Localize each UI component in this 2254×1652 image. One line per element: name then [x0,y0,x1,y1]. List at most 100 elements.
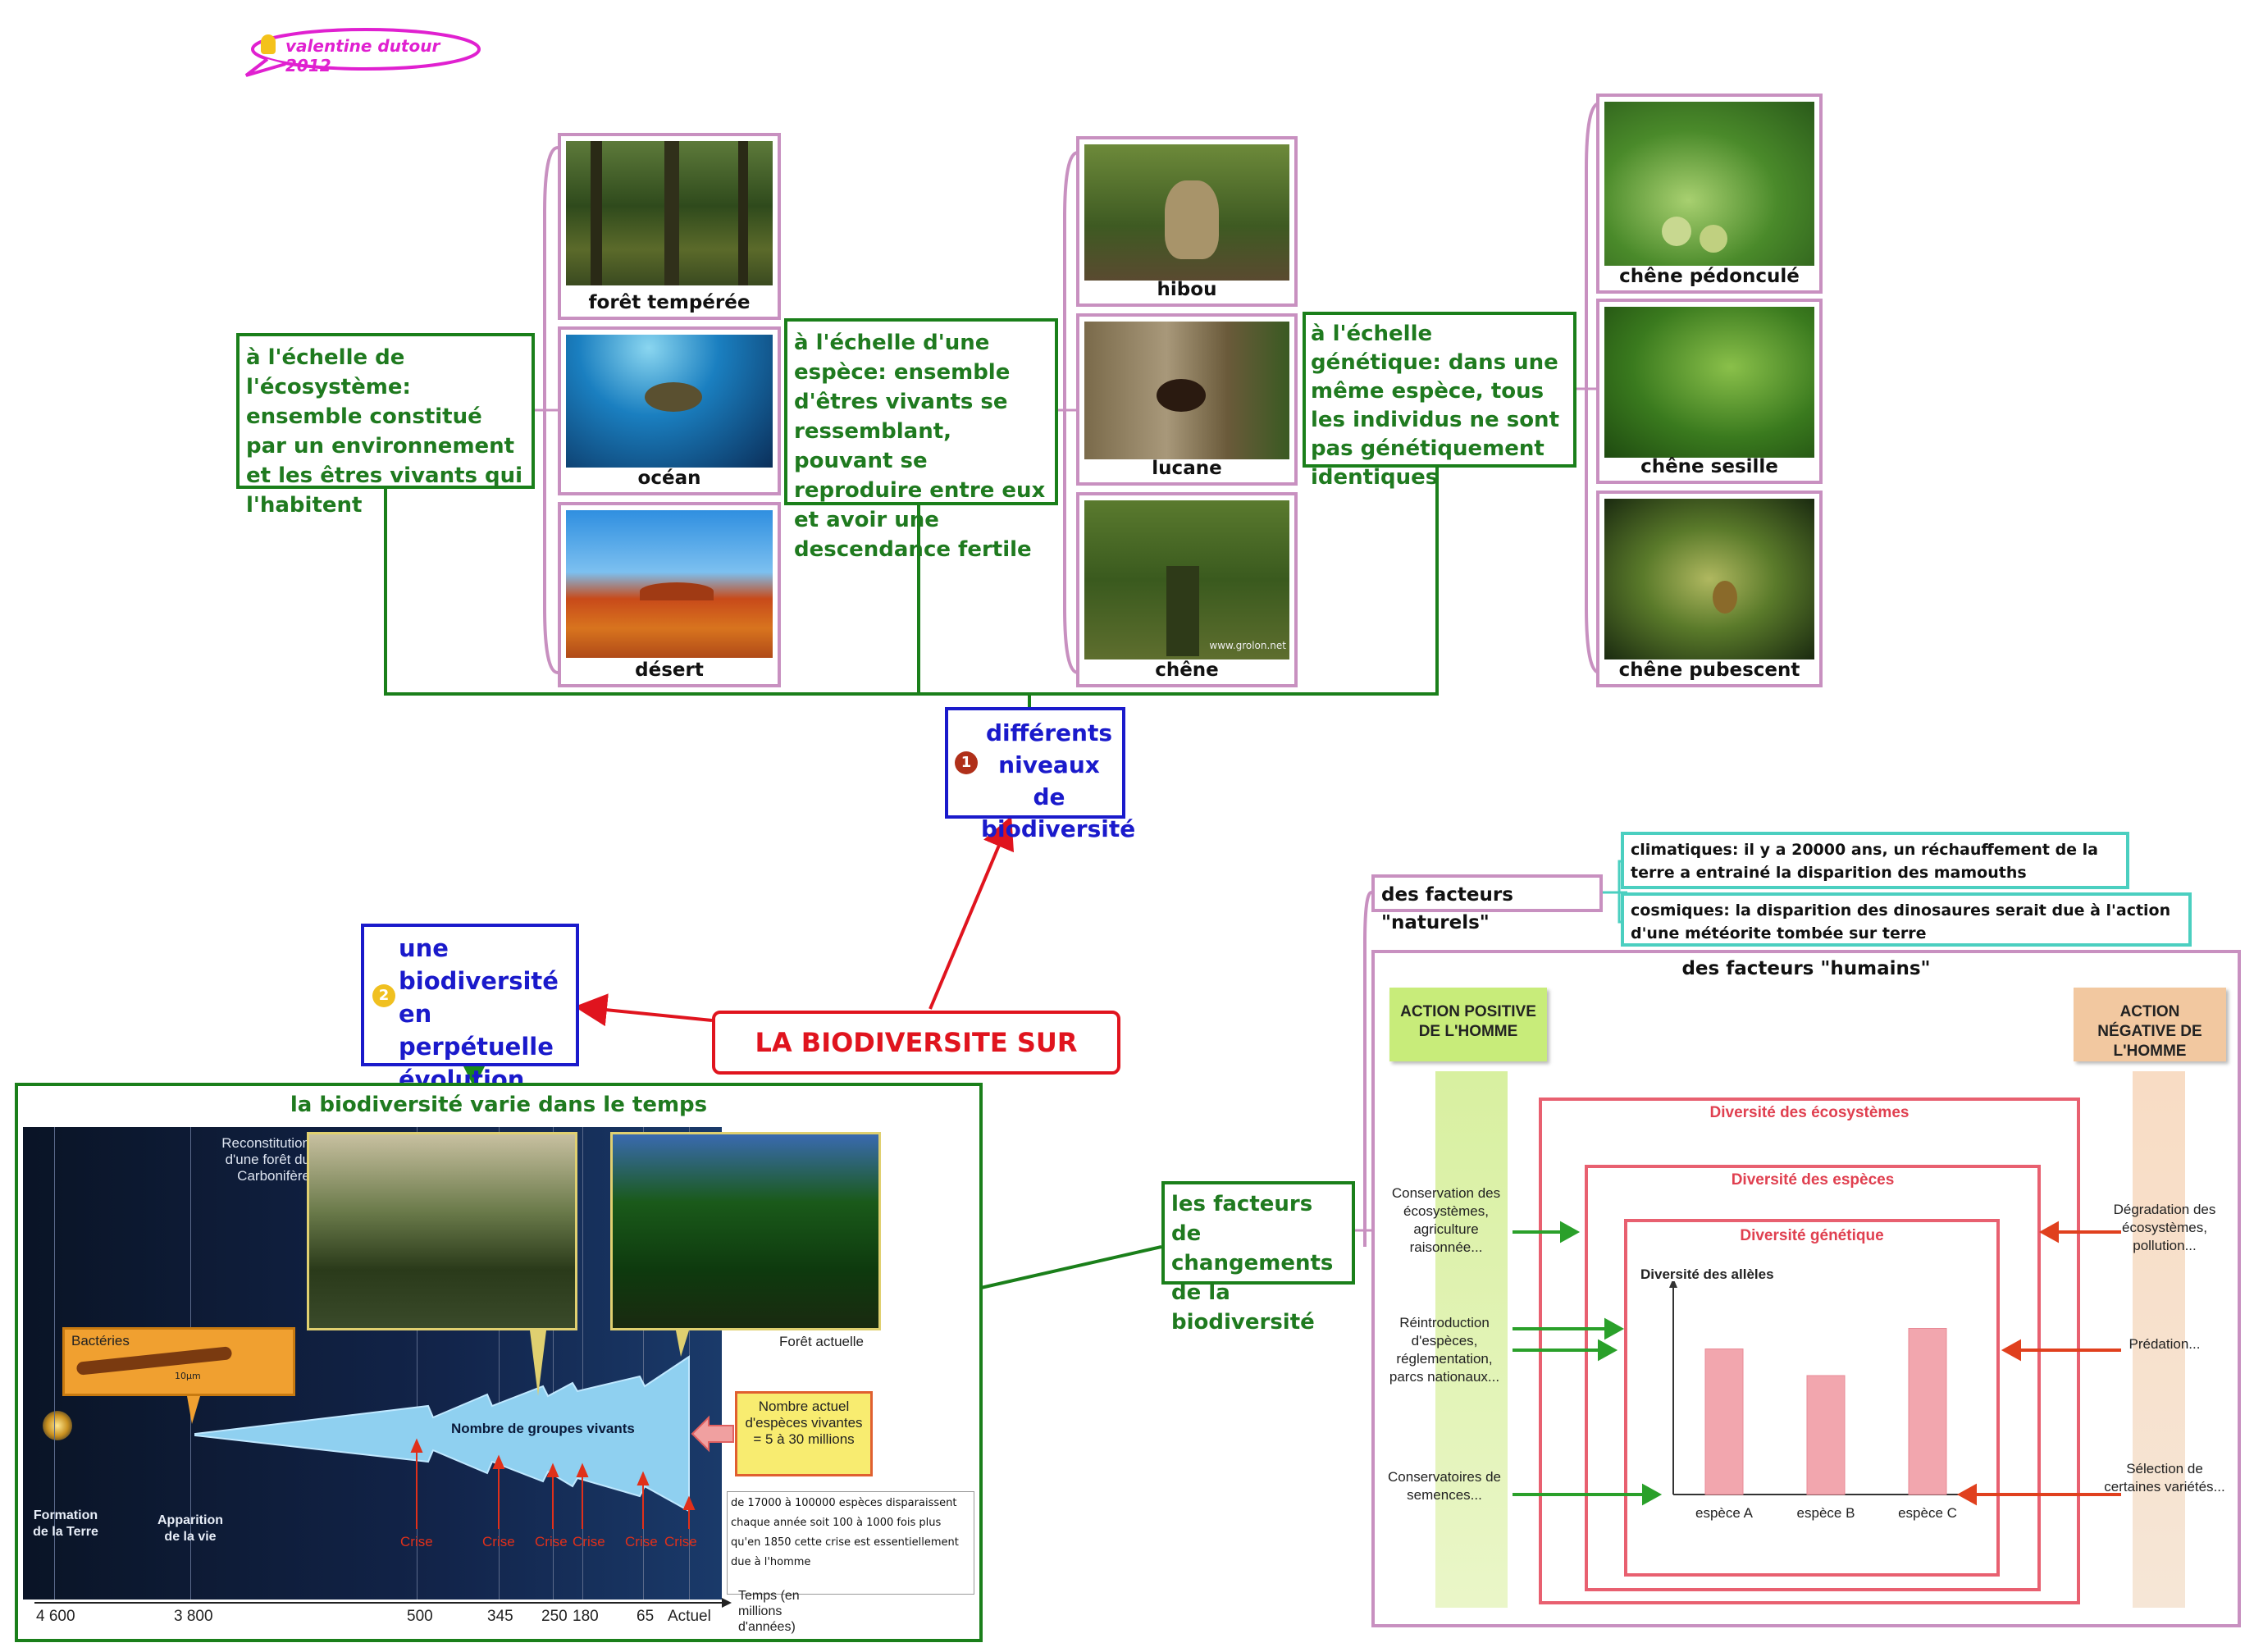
tick-label: 3 800 [174,1608,213,1625]
cosmic-text: cosmiques: la disparition des dinosaures… [1631,901,2171,942]
tick-label: 500 [407,1608,433,1625]
action-arrows [1513,1221,2121,1506]
ecosystem-text: à l'échelle de l'écosystème: ensemble co… [246,345,523,518]
oak-leaves-image [1604,102,1814,266]
photo-desert[interactable]: désert [558,502,781,687]
genetic-diversity-box: Diversité génétique Diversité des allèle… [1624,1219,2000,1577]
photo-chene[interactable]: www.grolon.net chêne [1076,492,1298,687]
carbonifere-label: Reconstitution d'une forêt du Carbonifèr… [221,1135,310,1184]
desert-image [566,510,773,658]
negative-label: ACTION NÉGATIVE DE L'HOMME [2097,1003,2202,1060]
oak-leaves-image [1604,499,1814,659]
crisis-label: Crise [482,1534,515,1549]
positive-label: ACTION POSITIVE DE L'HOMME [1400,1003,1536,1040]
oak-tree-image [1084,500,1289,659]
photo-caption: désert [635,659,704,681]
tick-label: 250 [541,1608,568,1625]
tick-label: 4 600 [36,1608,75,1625]
natural-factors-node[interactable]: des facteurs "naturels" [1371,874,1603,933]
time-axis-label: Temps (en millions d'années) [738,1589,800,1634]
photo-caption: lucane [1152,458,1222,479]
photo-caption: forêt tempérée [588,292,751,313]
cosmic-node[interactable]: cosmiques: la disparition des dinosaures… [1621,892,2192,947]
crisis-label: Crise [664,1534,697,1549]
photo-chene-pedoncule[interactable]: chêne pédonculé [1596,94,1823,294]
ocean-image [566,335,773,468]
branch-1-title: différents niveaux de biodiversité [981,719,1136,842]
speech-bubble-icon [244,28,481,77]
carboniferous-forest-image [307,1132,577,1330]
human-factors-node[interactable]: des facteurs "humains" ACTION POSITIVE D… [1371,950,2241,1627]
crisis-note-box: de 17000 à 100000 espèces disparaissent … [727,1491,974,1595]
climatic-node[interactable]: climatiques: il y a 20000 ans, un réchau… [1621,832,2129,889]
number-1-icon: 1 [955,751,978,774]
watermark-text: www.grolon.net [1209,640,1286,651]
central-topic[interactable]: LA BIODIVERSITE SUR TERRE [712,1011,1120,1116]
groups-spindle [34,1330,734,1608]
photo-caption: océan [637,468,701,489]
ecosystem-node[interactable]: à l'échelle de l'écosystème: ensemble co… [236,333,535,518]
branch-2-node[interactable]: 2 une biodiversité en perpétuelle évolut… [361,924,579,1093]
alleles-label: Diversité des allèles [1640,1266,1774,1282]
positive-item-3: Conservatoires de semences... [1388,1469,1501,1503]
photo-lucane[interactable]: lucane [1076,313,1298,486]
natural-factors-label: des facteurs "naturels" [1381,884,1513,933]
branch-1-node[interactable]: 1 différents niveaux de biodiversité [945,707,1135,842]
bar-label: espèce A [1695,1505,1754,1521]
species-node[interactable]: à l'échelle d'une espèce: ensemble d'êtr… [784,318,1058,562]
bar-espèce-b [1806,1375,1846,1495]
tick-label: 65 [637,1608,655,1625]
positive-header: ACTION POSITIVE DE L'HOMME [1389,988,1547,1061]
photo-caption: chêne sesille [1640,456,1778,477]
formation-label: Formation de la Terre [33,1508,98,1539]
number-2-icon: 2 [372,984,395,1007]
crisis-label: Crise [573,1534,605,1549]
current-count-text: Nombre actuel d'espèces vivantes = 5 à 3… [745,1399,863,1447]
photo-caption: chêne pubescent [1618,659,1800,681]
negative-column [2133,1071,2185,1608]
eco-diversity-label: Diversité des écosystèmes [1709,1104,1910,1121]
bar-espèce-a [1704,1349,1744,1495]
beetle-image [1084,322,1289,459]
author-bubble: valentine dutour 2012 [243,23,486,79]
bar-label: espèce B [1797,1505,1855,1521]
lightbulb-icon [261,34,276,54]
negative-item-2: Prédation... [2129,1336,2201,1352]
timeline-panel: la biodiversité varie dans le temps Reco… [15,1083,983,1642]
groups-label: Nombre de groupes vivants [451,1421,635,1436]
negative-item-1: Dégradation des écosystèmes, pollution..… [2113,1202,2216,1253]
current-count-box: Nombre actuel d'espèces vivantes = 5 à 3… [735,1391,873,1476]
photo-caption: chêne pédonculé [1619,266,1800,287]
bacteria-label: Bactéries [71,1333,130,1349]
author-label: valentine dutour 2012 [285,36,440,75]
genetic-node[interactable]: à l'échelle génétique: dans une même esp… [1303,312,1576,490]
gen-diversity-label: Diversité génétique [1740,1227,1884,1244]
earth-glow [43,1411,72,1440]
climatic-text: climatiques: il y a 20000 ans, un réchau… [1631,841,2098,882]
foret-actuelle-label: Forêt actuelle [779,1334,864,1349]
positive-item-1: Conservation des écosystèmes, agricultur… [1391,1185,1501,1255]
owl-image [1084,144,1289,281]
species-text: à l'échelle d'une espèce: ensemble d'êtr… [794,331,1046,562]
bacteria-callout: Bactéries 10µm [62,1327,295,1396]
scale-label: 10µm [175,1371,201,1381]
negative-header: ACTION NÉGATIVE DE L'HOMME [2074,988,2226,1061]
photo-ocean[interactable]: océan [558,326,781,495]
photo-caption: hibou [1157,279,1217,300]
esp-diversity-label: Diversité des espèces [1731,1171,1895,1189]
photo-hibou[interactable]: hibou [1076,136,1298,307]
forest-image [566,141,773,285]
photo-chene-pubescent[interactable]: chêne pubescent [1596,491,1823,687]
photo-chene-sesille[interactable]: chêne sesille [1596,299,1823,484]
bar-espèce-c [1908,1328,1947,1495]
modern-forest-image [610,1132,881,1330]
positive-item-2: Réintroduction d'espèces, réglementation… [1389,1315,1500,1385]
oak-leaves-image [1604,307,1814,458]
factors-node[interactable]: les facteurs de changements de la biodiv… [1161,1181,1355,1335]
human-factors-label: des facteurs "humains" [1681,958,1931,979]
crisis-label: Crise [535,1534,568,1549]
timeline-title: la biodiversité varie dans le temps [290,1093,708,1117]
photo-foret-temperee[interactable]: forêt tempérée [558,133,781,320]
